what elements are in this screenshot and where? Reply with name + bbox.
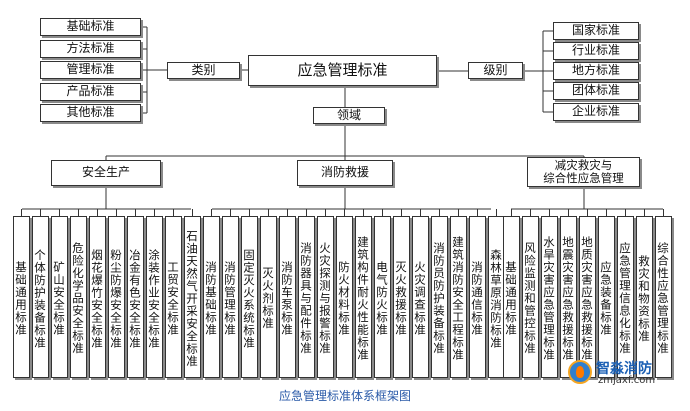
root-node: 应急管理标准 [248, 55, 437, 86]
standard-leaf: 防火材料标准 [336, 216, 353, 378]
standard-leaf: 地震灾害应急救援标准 [560, 216, 577, 378]
standard-leaf: 基础通用标准 [13, 216, 30, 378]
standard-leaf: 工贸安全标准 [165, 216, 182, 378]
standard-leaf: 消防通信标准 [469, 216, 486, 378]
standard-leaf: 矿山安全标准 [51, 216, 68, 378]
category-item: 其他标准 [40, 104, 141, 122]
standard-leaf: 烟花爆竹安全标准 [89, 216, 106, 378]
standard-leaf: 消防基础标准 [203, 216, 220, 378]
level-item: 企业标准 [553, 103, 639, 121]
standard-leaf: 危险化学品安全标准 [70, 216, 87, 378]
standard-leaf: 救灾和物资标准 [636, 216, 653, 378]
standard-leaf: 消防员防护装备标准 [431, 216, 448, 378]
domain-label: 领域 [313, 107, 385, 124]
standard-leaf: 粉尘防爆安全标准 [108, 216, 125, 378]
category-item: 基础标准 [40, 18, 141, 36]
brand-logo: 智淼消防 zmjaxf.com [566, 356, 686, 390]
domain-fire-rescue: 消防救援 [297, 160, 393, 186]
standard-leaf: 个体防护装备标准 [32, 216, 49, 378]
level-item: 团体标准 [553, 82, 639, 100]
standard-leaf: 灭火剂标准 [260, 216, 277, 378]
level-label: 级别 [468, 62, 523, 79]
standard-leaf: 消防车泵标准 [279, 216, 296, 378]
standard-leaf: 消防器具与配件标准 [298, 216, 315, 378]
standard-leaf: 石油天然气开采安全标准 [184, 216, 201, 378]
level-item: 地方标准 [553, 62, 639, 80]
standard-leaf: 综合性应急管理标准 [655, 216, 672, 378]
standard-leaf: 电气防火标准 [374, 216, 391, 378]
standard-leaf: 水旱灾害应急管理标准 [541, 216, 558, 378]
standard-leaf: 火灾探测与报警标准 [317, 216, 334, 378]
standard-leaf: 地质灾害应急救援标准 [579, 216, 596, 378]
standard-leaf: 应急装备标准 [598, 216, 615, 378]
domain-disaster-emergency: 减灾救灾与 综合性应急管理 [527, 157, 640, 187]
standard-leaf: 涂装作业安全标准 [146, 216, 163, 378]
standard-leaf: 应急管理信息化标准 [617, 216, 634, 378]
category-item: 方法标准 [40, 40, 141, 58]
standard-leaf: 建筑构件耐火性能标准 [355, 216, 372, 378]
category-item: 产品标准 [40, 83, 141, 101]
standard-leaf: 固定灭火系统标准 [241, 216, 258, 378]
domain-safety-production: 安全生产 [51, 160, 161, 186]
standard-leaf: 消防管理标准 [222, 216, 239, 378]
standard-leaf: 基础通用标准 [503, 216, 520, 378]
standard-leaf: 冶金有色安全标准 [127, 216, 144, 378]
category-item: 管理标准 [40, 61, 141, 79]
level-item: 国家标准 [553, 22, 639, 40]
standard-leaf: 风险监测和管控标准 [522, 216, 539, 378]
figure-caption: 应急管理标准体系框架图 [278, 389, 411, 403]
standard-leaf: 火灾调查标准 [412, 216, 429, 378]
category-label: 类别 [167, 62, 240, 79]
standard-leaf: 灭火救援标准 [393, 216, 410, 378]
flame-logo-icon [568, 360, 592, 384]
logo-url: zmjaxf.com [598, 375, 656, 386]
logo-name: 智淼消防 [596, 361, 652, 377]
level-item: 行业标准 [553, 42, 639, 60]
standard-leaf: 建筑消防安全工程标准 [450, 216, 467, 378]
